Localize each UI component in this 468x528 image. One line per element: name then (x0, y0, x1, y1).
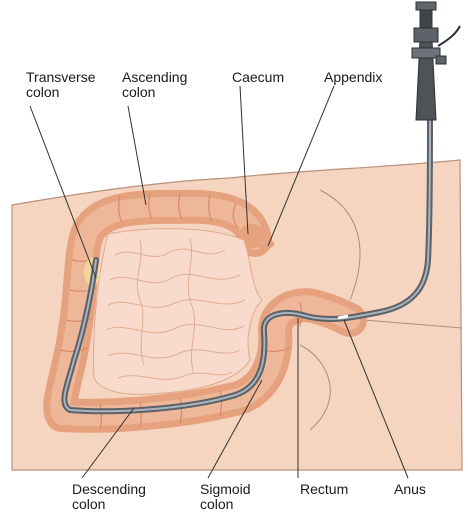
label-appendix: Appendix (324, 70, 382, 85)
label-ascending-colon: Ascending colon (122, 70, 187, 100)
label-caecum: Caecum (232, 70, 284, 85)
colonoscope-handle (412, 2, 460, 120)
label-descending-colon: Descending colon (72, 482, 146, 512)
anus-opening (338, 316, 348, 318)
appendix-shape (258, 244, 272, 247)
label-rectum: Rectum (300, 482, 348, 497)
label-transverse-colon: Transverse colon (26, 70, 96, 100)
label-anus: Anus (394, 482, 426, 497)
label-sigmoid-colon: Sigmoid colon (200, 482, 251, 512)
